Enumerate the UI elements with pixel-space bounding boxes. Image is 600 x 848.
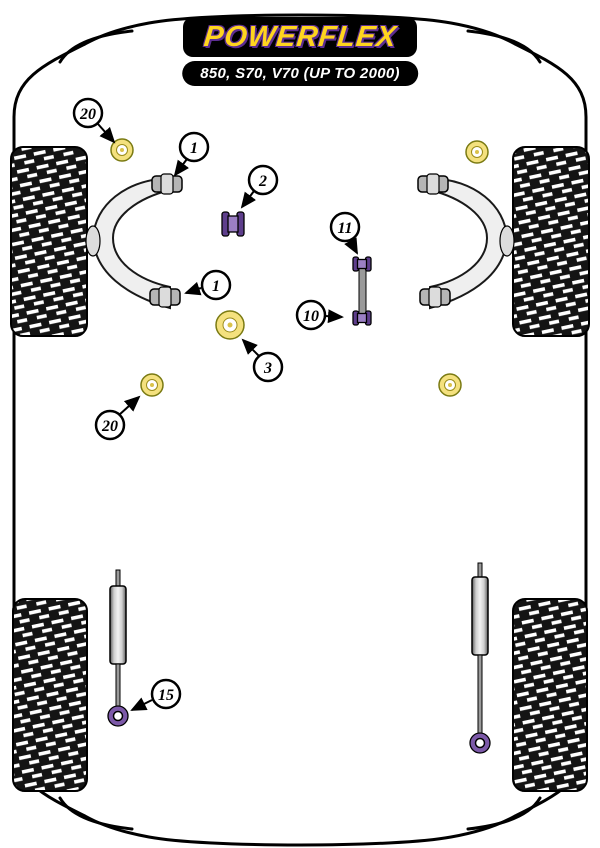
body-corner-arc-bottom-left <box>58 796 134 831</box>
callout-20-mid-label: 20 <box>101 418 118 435</box>
callout-20-front[interactable]: 20 <box>72 97 104 129</box>
shock-rear-left <box>107 569 129 727</box>
car-body-outline <box>12 13 588 847</box>
callout-10[interactable]: 10 <box>295 299 327 331</box>
callout-arrow-20-front <box>97 123 116 144</box>
callout-arrow-15 <box>130 697 153 711</box>
callout-arrow-11 <box>344 237 358 255</box>
drop-link-bush-lower <box>352 310 372 326</box>
yellow-bush-center-large <box>215 310 245 340</box>
body-corner-arc-top-right <box>466 29 542 64</box>
yellow-bush-mid-right <box>438 373 462 397</box>
callout-1-lower[interactable]: 1 <box>200 269 232 301</box>
tire-front-left <box>10 146 88 337</box>
wishbone-bush-upper <box>151 173 183 195</box>
callout-arrow-3 <box>241 338 260 357</box>
callout-arrow-20-mid <box>118 395 141 416</box>
yellow-bush-front-left <box>110 138 134 162</box>
callout-15-label: 15 <box>158 687 174 704</box>
callout-arrow-1-lower <box>184 281 202 296</box>
callout-11-label: 11 <box>337 220 352 237</box>
callout-11[interactable]: 11 <box>329 211 361 243</box>
callout-15[interactable]: 15 <box>150 678 182 710</box>
wishbone-front-left <box>85 173 183 310</box>
callout-arrow-10 <box>324 309 344 324</box>
tire-rear-left <box>12 598 88 792</box>
yellow-bush-front-right <box>465 140 489 164</box>
callout-1-lower-label: 1 <box>212 278 220 295</box>
callout-2-label: 2 <box>258 173 267 190</box>
vehicle-model-banner: 850, S70, V70 (UP TO 2000) <box>182 61 418 86</box>
drop-link-bush-upper <box>352 256 372 272</box>
callout-3-label: 3 <box>263 360 272 377</box>
powerflex-logo-text: POWERFLEX <box>202 20 399 53</box>
tire-rear-right <box>512 598 588 792</box>
callout-1-upper-label: 1 <box>190 140 198 157</box>
wishbone-bush-lower <box>149 286 181 308</box>
callout-3[interactable]: 3 <box>252 351 284 383</box>
shock-rear-right <box>469 562 491 754</box>
callout-2[interactable]: 2 <box>247 164 279 196</box>
powerflex-logo: POWERFLEX <box>183 17 417 57</box>
callout-1-upper[interactable]: 1 <box>178 131 210 163</box>
yellow-bush-mid-left <box>140 373 164 397</box>
purple-spool-bush <box>221 211 245 237</box>
callout-20-mid[interactable]: 20 <box>94 409 126 441</box>
drop-link <box>352 256 372 326</box>
callout-arrow-2 <box>240 190 256 209</box>
callout-10-label: 10 <box>303 308 319 325</box>
body-corner-arc-bottom-right <box>466 796 542 831</box>
tire-front-right <box>512 146 590 337</box>
body-corner-arc-top-left <box>58 29 134 64</box>
callout-20-front-label: 20 <box>79 106 96 123</box>
callout-arrow-1-upper <box>173 158 189 177</box>
